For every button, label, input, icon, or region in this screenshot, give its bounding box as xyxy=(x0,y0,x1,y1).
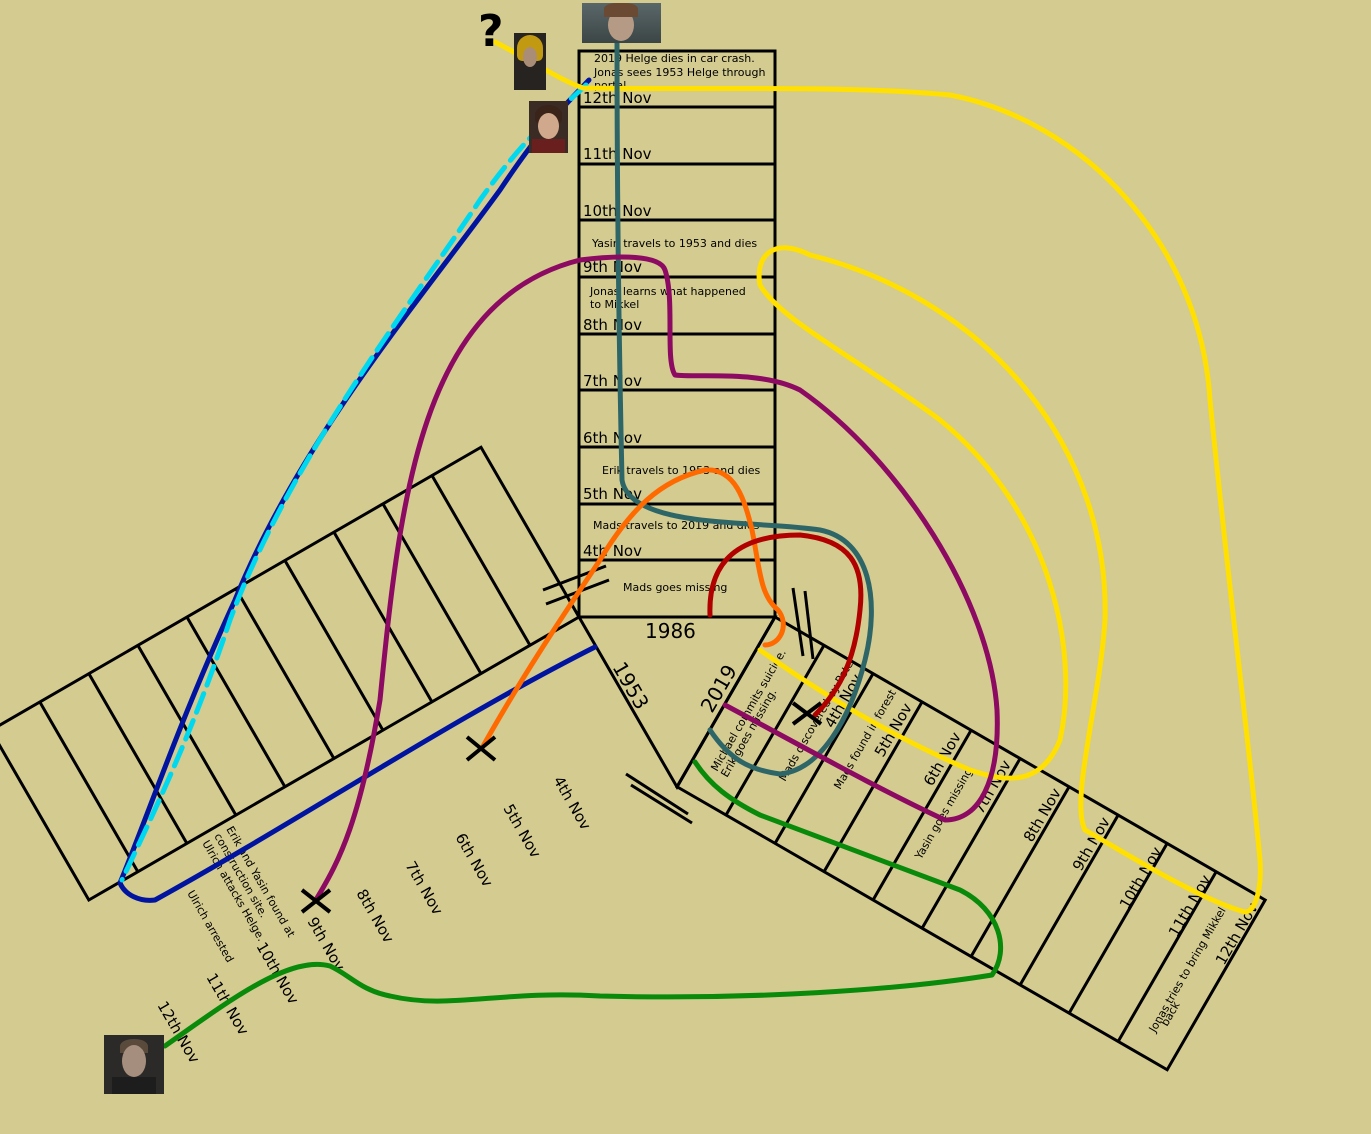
event-label: Mads goes missing xyxy=(623,581,727,594)
day-label: 7th Nov xyxy=(583,372,642,390)
unknown-marker: ? xyxy=(478,6,504,57)
path-purple xyxy=(314,254,1000,901)
cross-icon xyxy=(300,888,332,914)
ulrich-portrait xyxy=(104,1035,164,1094)
jonas-portrait xyxy=(582,3,661,43)
mikkel-portrait xyxy=(529,101,568,153)
day-label: 7th Nov xyxy=(402,858,447,918)
day-label: 4th Nov xyxy=(550,773,595,833)
event-label: to Mikkel xyxy=(590,298,639,311)
day-label: 8th Nov xyxy=(353,886,398,946)
day-label: 8th Nov xyxy=(583,316,642,334)
column-1986-labels: 12th Nov 11th Nov 10th Nov 9th Nov 8th N… xyxy=(583,52,765,594)
path-blue xyxy=(117,77,598,903)
cross-icon xyxy=(791,701,823,726)
path-red xyxy=(707,532,864,718)
day-label: 5th Nov xyxy=(500,801,545,861)
column-1953-labels: 4th Nov 5th Nov 6th Nov 7th Nov 8th Nov … xyxy=(154,773,595,1066)
character-paths xyxy=(117,37,1263,1049)
day-label: 6th Nov xyxy=(452,830,497,890)
event-label: Ulrich arrested xyxy=(184,888,236,965)
event-label: 2019 Helge dies in car crash. xyxy=(594,52,755,65)
death-markers xyxy=(300,701,823,914)
cross-icon xyxy=(465,735,497,762)
path-yellow xyxy=(492,39,1263,915)
column-1953-frame xyxy=(0,445,582,903)
era-label-1986: 1986 xyxy=(645,619,696,643)
day-label: 8th Nov xyxy=(1020,785,1065,845)
event-label: Jonas sees 1953 Helge through xyxy=(593,66,765,79)
day-label: 9th Nov xyxy=(583,258,642,276)
day-label: 4th Nov xyxy=(583,542,642,560)
path-orange xyxy=(479,467,786,751)
path-cyan xyxy=(119,82,589,883)
day-label: 6th Nov xyxy=(583,429,642,447)
path-green xyxy=(162,759,1003,1049)
column-1953 xyxy=(0,445,582,903)
event-label: Yasin travels to 1953 and dies xyxy=(591,237,757,250)
helge-yellow-hood-portrait xyxy=(514,33,546,90)
column-1986 xyxy=(577,49,777,619)
era-label-1953: 1953 xyxy=(608,658,654,714)
path-teal xyxy=(614,37,874,777)
